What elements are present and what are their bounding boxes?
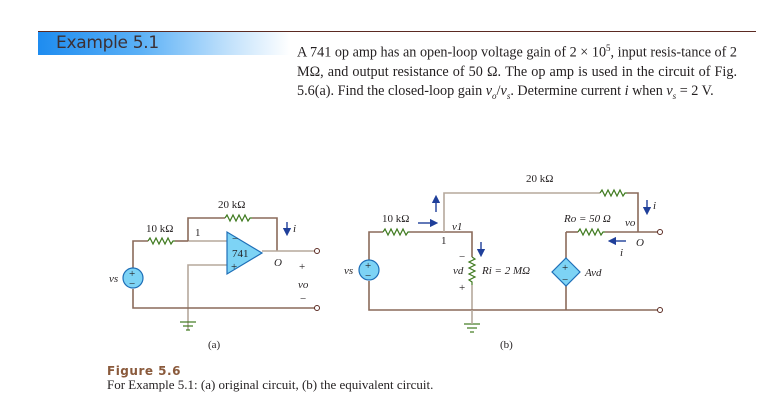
vo-plus-a: + bbox=[299, 261, 305, 273]
node1-label-a: 1 bbox=[195, 227, 201, 239]
rf-label-a: 20 kΩ bbox=[218, 199, 245, 211]
wire-rf-to-out bbox=[252, 217, 278, 251]
vs-subscript-2: s bbox=[672, 90, 677, 101]
vd-label: vd bbox=[453, 265, 464, 277]
wire-source-to-rin-b bbox=[368, 231, 383, 260]
vs-subscript: s bbox=[506, 90, 511, 101]
problem-text-1: A 741 op amp has an open-loop voltage ga… bbox=[297, 44, 607, 61]
source-plus-b: + bbox=[365, 260, 371, 272]
voltage-source-b bbox=[358, 259, 380, 281]
slash: / bbox=[496, 83, 501, 100]
vo-subscript: o bbox=[492, 90, 497, 101]
v1-label: v1 bbox=[452, 221, 462, 233]
wire-source-to-rin bbox=[132, 240, 148, 278]
resistor-ri bbox=[467, 256, 477, 285]
sublabel-b: (b) bbox=[500, 339, 513, 351]
dependent-source bbox=[551, 257, 581, 287]
circuit-a: − 741 + + − vs 10 kΩ 20 kΩ 1 O i + vo − … bbox=[109, 199, 320, 351]
rin-label-a: 10 kΩ bbox=[146, 223, 173, 235]
opamp-triangle bbox=[226, 230, 264, 276]
voltage-source-a bbox=[122, 267, 144, 289]
vo-minus-a: − bbox=[300, 293, 306, 305]
terminal-out-b bbox=[657, 229, 663, 235]
wire-rf-to-out-b bbox=[627, 192, 639, 232]
circuit-b-wires bbox=[368, 192, 658, 311]
source-minus-b: − bbox=[365, 270, 371, 282]
dep-plus: + bbox=[562, 262, 568, 274]
problem-text-5: = 2 V. bbox=[676, 83, 714, 100]
node-o-label-a: O bbox=[274, 257, 282, 269]
figure-caption: For Example 5.1: (a) original circuit, (… bbox=[107, 377, 434, 392]
circuit-b: + − vs + − Avd 10 kΩ 20 kΩ v1 1 − vd + R… bbox=[344, 173, 663, 351]
vs-symbol: v bbox=[500, 83, 507, 100]
example-title: Example 5.1 bbox=[56, 33, 159, 53]
resistor-20k-a bbox=[224, 213, 252, 223]
opamp-minus: − bbox=[232, 233, 238, 245]
dep-minus: − bbox=[562, 274, 568, 286]
sublabel-a: (a) bbox=[208, 339, 221, 351]
rin-label-b: 10 kΩ bbox=[382, 213, 409, 225]
problem-text-2: , input resis-tance of 2 MΩ, and output … bbox=[297, 44, 738, 100]
ground-icon-b bbox=[464, 323, 480, 333]
source-minus-a: − bbox=[129, 278, 135, 290]
current-symbol: i bbox=[624, 83, 629, 100]
vo-symbol: v bbox=[485, 83, 493, 100]
problem-statement: A 741 op amp has an open-loop voltage ga… bbox=[297, 39, 737, 106]
terminal-gnd-a bbox=[314, 305, 320, 311]
terminal-gnd-b bbox=[657, 307, 663, 313]
wire-bottom-b bbox=[368, 281, 658, 311]
exponent: 5 bbox=[606, 43, 611, 53]
header-rule bbox=[38, 31, 756, 32]
wire-rin-to-ri bbox=[410, 231, 473, 257]
vd-minus: − bbox=[459, 251, 465, 263]
opamp-model: 741 bbox=[232, 248, 249, 260]
vd-plus: + bbox=[459, 282, 465, 294]
source-label-b: vs bbox=[344, 265, 353, 277]
current-label-b: i bbox=[653, 200, 656, 212]
opamp-plus: + bbox=[231, 261, 237, 273]
ro-label: Ro = 50 Ω bbox=[563, 213, 611, 225]
vo-label-b: vo bbox=[625, 217, 636, 229]
wire-bottom bbox=[132, 289, 315, 309]
resistor-ro bbox=[577, 227, 605, 237]
resistor-10k-b bbox=[382, 227, 410, 237]
wire-node1-up bbox=[187, 217, 225, 241]
resistor-20k-b bbox=[599, 188, 627, 198]
dep-source-label: Avd bbox=[584, 267, 602, 279]
resistor-10k-a bbox=[147, 236, 175, 246]
source-label-a: vs bbox=[109, 273, 118, 285]
vo-label-a: vo bbox=[298, 279, 309, 291]
problem-text-4: when bbox=[628, 83, 667, 100]
example-banner bbox=[38, 32, 290, 55]
wire-noninv-to-ground bbox=[187, 264, 230, 330]
rf-label-b: 20 kΩ bbox=[526, 173, 553, 185]
wire-node1-up-b bbox=[443, 192, 600, 232]
problem-text-3: . Determine current bbox=[510, 83, 625, 100]
circuit-a-wires bbox=[132, 217, 315, 330]
ri-label: Ri = 2 MΩ bbox=[481, 265, 530, 277]
ground-icon-a bbox=[180, 321, 196, 331]
figure-label: Figure 5.6 bbox=[107, 364, 181, 378]
current-label-bottom-b: i bbox=[620, 247, 623, 259]
node-o-label-b: O bbox=[636, 237, 644, 249]
node1-label-b: 1 bbox=[441, 235, 447, 247]
current-label-a: i bbox=[293, 223, 296, 235]
source-plus-a: + bbox=[129, 268, 135, 280]
vs-symbol-2: v bbox=[666, 83, 673, 100]
terminal-out-a bbox=[314, 248, 320, 254]
